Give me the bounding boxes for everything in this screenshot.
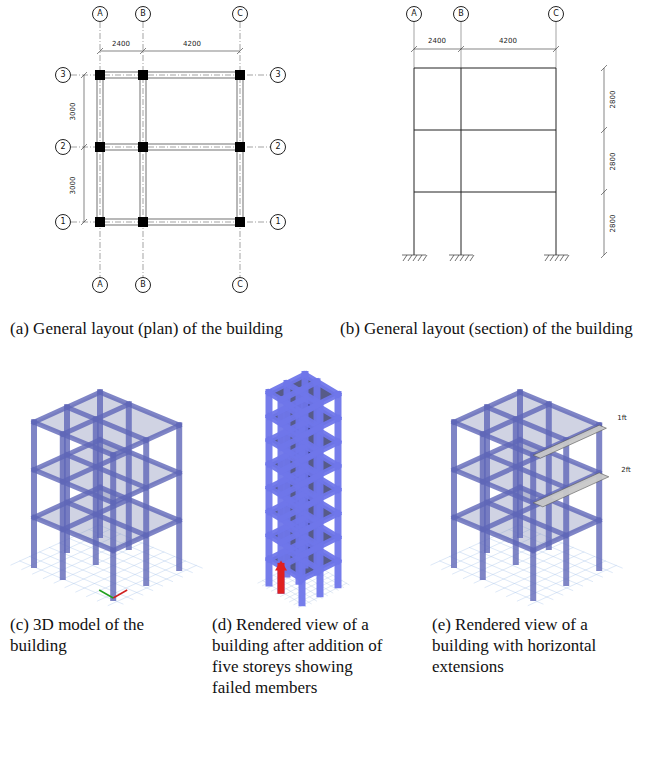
grid-label: C <box>237 281 243 289</box>
fixed-supports <box>402 255 569 261</box>
beam <box>302 561 338 579</box>
beam <box>483 404 549 434</box>
dimension-text: 3000 <box>70 175 77 195</box>
dimension-text: 4200 <box>182 41 202 48</box>
grid-bubble: 1 <box>270 214 286 230</box>
dimension-text: 2ft <box>620 467 632 474</box>
grid-label: 2 <box>60 143 65 151</box>
grid-label: 3 <box>275 71 280 79</box>
dimension-text: 2800 <box>610 151 617 171</box>
beam <box>100 392 179 425</box>
grid-label: 3 <box>60 71 65 79</box>
grid-label: A <box>97 281 102 289</box>
grid-label: 2 <box>275 143 280 151</box>
beam <box>302 466 338 484</box>
subfigure-caption: (b) General layout (section) of the buil… <box>340 318 640 339</box>
beam <box>113 425 179 455</box>
ground-grid <box>40 552 143 595</box>
extension-slab <box>533 425 606 458</box>
dimension-text: 2400 <box>427 38 447 45</box>
grid-label: B <box>140 281 146 289</box>
ground-grid <box>528 566 616 606</box>
building-model <box>431 392 622 605</box>
beam <box>63 499 129 529</box>
grid-label: A <box>97 10 102 18</box>
section-drawing <box>402 22 607 261</box>
grid-label: C <box>237 10 243 18</box>
beam <box>113 473 179 503</box>
grid-bubble: 3 <box>270 67 286 83</box>
dimension-text: 2800 <box>610 89 617 109</box>
dimension-text: 4200 <box>498 38 518 45</box>
grid-bubble: B <box>135 277 151 293</box>
plan-drawing <box>71 22 270 277</box>
ground-grid <box>30 557 133 600</box>
dimension-text: 2400 <box>111 41 131 48</box>
beam <box>520 392 599 425</box>
dimension-lines <box>411 46 607 258</box>
extension-slab <box>533 473 609 507</box>
beam <box>302 394 338 412</box>
grid-bubble: 2 <box>55 139 71 155</box>
grid-bubble: A <box>406 6 422 22</box>
ground-grid <box>450 557 553 600</box>
column <box>31 422 37 565</box>
ground-grid <box>460 552 563 595</box>
beam <box>302 490 338 508</box>
column <box>176 425 182 568</box>
grid-label: B <box>140 10 146 18</box>
grid-label: A <box>411 10 416 18</box>
grid-bubble: C <box>232 6 248 22</box>
grid-label: C <box>553 10 559 18</box>
subfigure-caption: (a) General layout (plan) of the buildin… <box>10 318 300 339</box>
subfigure-caption: (e) Rendered view of a building with hor… <box>432 614 622 677</box>
column <box>451 422 457 565</box>
grid-label: 1 <box>60 218 65 226</box>
grid-label: B <box>458 10 464 18</box>
grid-bubble: C <box>232 277 248 293</box>
beam <box>113 520 179 550</box>
dimension-lines <box>81 48 243 225</box>
subfigure-caption: (d) Rendered view of a building after ad… <box>212 614 387 698</box>
failure-arrow <box>275 560 287 570</box>
building-model <box>11 392 202 605</box>
beam <box>281 382 317 400</box>
frame-lines <box>414 68 556 255</box>
column-squares <box>95 70 245 227</box>
building-model <box>258 375 349 608</box>
beam <box>302 513 338 531</box>
beam <box>302 442 338 460</box>
dimension-text: 3000 <box>70 101 77 121</box>
beam <box>454 392 520 422</box>
column <box>596 425 602 568</box>
beam <box>63 404 129 434</box>
grid-bubble: B <box>135 6 151 22</box>
beam <box>63 452 129 482</box>
grid-bubble: 3 <box>55 67 71 83</box>
rendered-models <box>11 375 622 608</box>
subfigure-caption: (c) 3D model of the building <box>10 614 175 656</box>
grid-bubble: 2 <box>270 139 286 155</box>
grid-lines <box>71 22 270 277</box>
dimension-text: 1ft <box>616 415 628 422</box>
beam <box>533 520 599 550</box>
grid-bubble: B <box>453 6 469 22</box>
grid-bubble: A <box>92 6 108 22</box>
axis-x <box>113 590 127 598</box>
grid-bubble: 1 <box>55 214 71 230</box>
beam <box>302 418 338 436</box>
ground-grid <box>108 566 196 606</box>
beam <box>34 392 100 422</box>
beam <box>302 537 338 555</box>
grid-lines <box>414 22 556 68</box>
grid-label: 1 <box>275 218 280 226</box>
grid-bubble: A <box>92 277 108 293</box>
axis-y <box>99 590 113 598</box>
dimension-text: 2800 <box>610 213 617 233</box>
ground-grid <box>507 557 595 597</box>
beam-lines <box>97 72 243 225</box>
grid-bubble: C <box>548 6 564 22</box>
